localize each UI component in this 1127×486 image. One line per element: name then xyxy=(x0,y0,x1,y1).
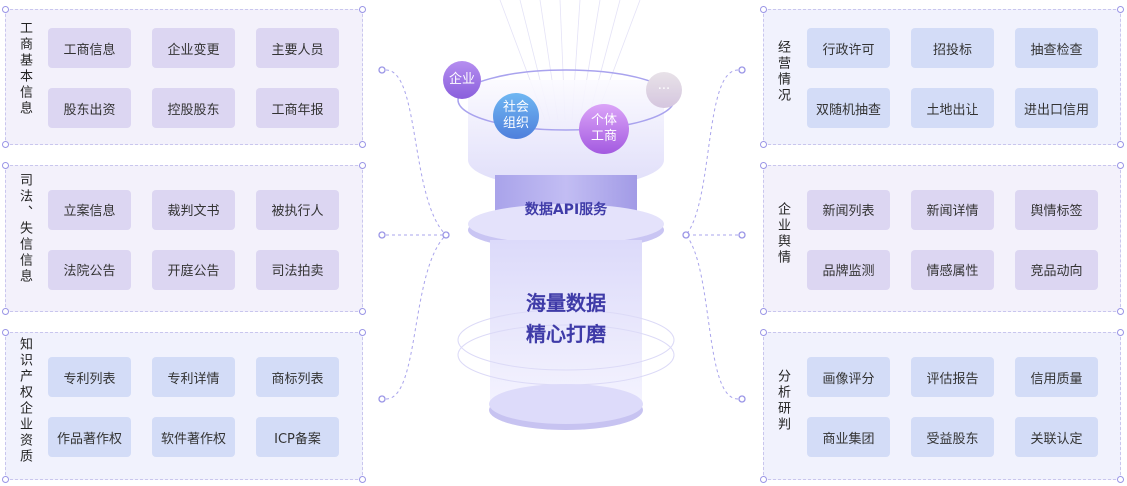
anchor-dot xyxy=(760,6,767,13)
right-panel-1: 企业舆情 新闻列表新闻详情舆情标签品牌监测情感属性竞品动向 xyxy=(760,162,1124,315)
left-panel-title: 司法、失信信息 xyxy=(17,173,32,285)
data-item-chip[interactable]: 新闻列表 xyxy=(807,189,890,230)
left-panel-2: 知识产权企业资质 专利列表专利详情商标列表作品著作权软件著作权 ICP备案 xyxy=(2,329,366,483)
data-item-chip[interactable]: 商业集团 xyxy=(807,417,890,457)
api-service-label: 数据API服务 xyxy=(524,202,608,218)
connector-lines xyxy=(385,69,739,400)
left-panel-title: 工商基本信息 xyxy=(17,21,32,117)
anchor-dot xyxy=(2,162,9,169)
anchor-dot xyxy=(760,308,767,315)
right-panel-2: 分析研判 画像评分评估报告信用质量商业集团受益股东关联认定 xyxy=(760,329,1124,483)
data-item-chip[interactable]: 工商信息 xyxy=(48,28,131,68)
anchor-dot xyxy=(2,6,9,13)
anchor-dot xyxy=(1117,141,1124,148)
anchor-dot xyxy=(760,329,767,336)
data-item-chip[interactable]: 控股股东 xyxy=(152,88,235,128)
data-item-chip[interactable]: 情感属性 xyxy=(911,249,994,290)
left-panel-title: 知识产权企业资质 xyxy=(17,337,32,465)
anchor-dot xyxy=(2,141,9,148)
anchor-dot xyxy=(1117,308,1124,315)
anchor-dot xyxy=(2,329,9,336)
right-panel-title: 企业舆情 xyxy=(775,201,790,266)
data-item-chip[interactable]: 立案信息 xyxy=(48,189,131,230)
anchor-dot xyxy=(359,6,366,13)
bubble-individual-business: 个体工商 xyxy=(579,104,629,154)
right-panel-0: 经营情况 行政许可招投标抽查检查双随机抽查土地出让进出口信用 xyxy=(760,6,1124,148)
data-item-chip[interactable]: ICP备案 xyxy=(256,417,339,457)
data-item-chip[interactable]: 开庭公告 xyxy=(152,249,235,290)
data-item-chip[interactable]: 软件著作权 xyxy=(152,417,235,457)
right-panel-title: 经营情况 xyxy=(775,40,790,104)
data-item-chip[interactable]: 关联认定 xyxy=(1015,417,1098,457)
anchor-dot xyxy=(760,141,767,148)
anchor-dot xyxy=(359,329,366,336)
data-item-chip[interactable]: 信用质量 xyxy=(1015,357,1098,397)
data-item-chip[interactable]: 工商年报 xyxy=(256,88,339,128)
data-item-chip[interactable]: 进出口信用 xyxy=(1015,88,1098,128)
anchor-dot xyxy=(2,476,9,483)
data-item-chip[interactable]: 竞品动向 xyxy=(1015,249,1098,290)
left-panel-1: 司法、失信信息 立案信息裁判文书被执行人法院公告开庭公告司法拍卖 xyxy=(2,162,366,315)
data-item-chip[interactable]: 企业变更 xyxy=(152,28,235,68)
anchor-dot xyxy=(760,476,767,483)
anchor-dot xyxy=(2,308,9,315)
data-item-chip[interactable]: 行政许可 xyxy=(807,28,890,68)
anchor-dot xyxy=(359,141,366,148)
data-item-chip[interactable]: 品牌监测 xyxy=(807,249,890,290)
data-item-chip[interactable]: 新闻详情 xyxy=(911,189,994,230)
data-item-chip[interactable]: 法院公告 xyxy=(48,249,131,290)
anchor-dot xyxy=(359,162,366,169)
left-panel-0: 工商基本信息 工商信息企业变更主要人员股东出资控股股东工商年报 xyxy=(2,6,366,148)
anchor-dot xyxy=(1117,329,1124,336)
data-item-chip[interactable]: 裁判文书 xyxy=(152,189,235,230)
anchor-dot xyxy=(1117,476,1124,483)
data-item-chip[interactable]: 司法拍卖 xyxy=(256,249,339,290)
slogan-line-2: 精心打磨 xyxy=(526,322,606,346)
anchor-dot xyxy=(760,162,767,169)
bubble-more: ··· xyxy=(646,72,682,108)
right-panel-title: 分析研判 xyxy=(775,369,790,433)
data-item-chip[interactable]: 舆情标签 xyxy=(1015,189,1098,230)
data-item-chip[interactable]: 招投标 xyxy=(911,28,994,68)
slogan-line-1: 海量数据 xyxy=(526,291,606,315)
data-item-chip[interactable]: 抽查检查 xyxy=(1015,28,1098,68)
data-item-chip[interactable]: 土地出让 xyxy=(911,88,994,128)
bubble-enterprise: 企业 xyxy=(443,61,481,99)
data-item-chip[interactable]: 被执行人 xyxy=(256,189,339,230)
data-item-chip[interactable]: 作品著作权 xyxy=(48,417,131,457)
data-item-chip[interactable]: 专利列表 xyxy=(48,357,131,397)
anchor-dot xyxy=(359,308,366,315)
data-item-chip[interactable]: 画像评分 xyxy=(807,357,890,397)
data-item-chip[interactable]: 评估报告 xyxy=(911,357,994,397)
anchor-dot xyxy=(1117,162,1124,169)
bubble-social-org: 社会组织 xyxy=(493,93,539,139)
data-item-chip[interactable]: 双随机抽查 xyxy=(807,88,890,128)
data-item-chip[interactable]: 主要人员 xyxy=(256,28,339,68)
anchor-dot xyxy=(1117,6,1124,13)
data-item-chip[interactable]: 股东出资 xyxy=(48,88,131,128)
data-item-chip[interactable]: 受益股东 xyxy=(911,417,994,457)
data-item-chip[interactable]: 商标列表 xyxy=(256,357,339,397)
data-item-chip[interactable]: 专利详情 xyxy=(152,357,235,397)
anchor-dot xyxy=(359,476,366,483)
